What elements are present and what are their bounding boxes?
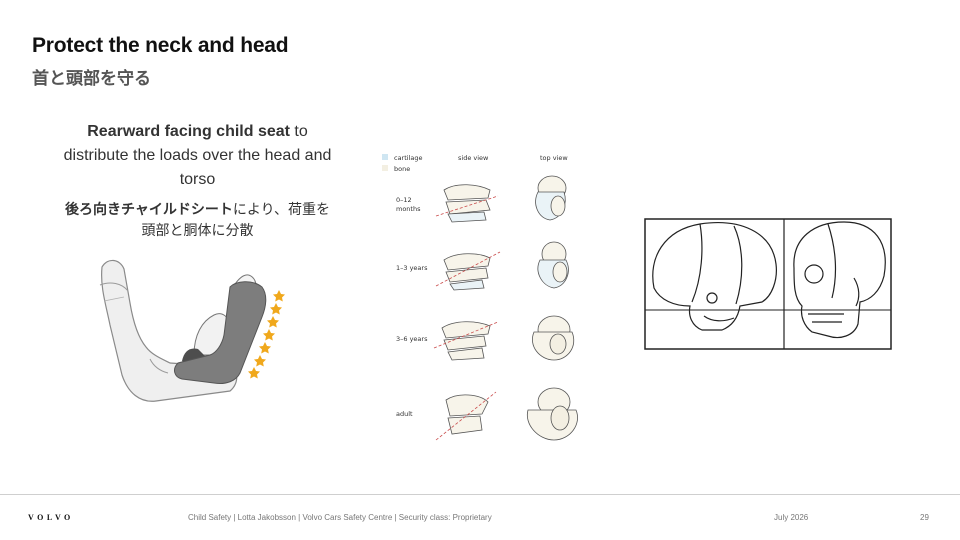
legend-bone-label: bone xyxy=(394,165,410,173)
slide-subtitle-jp: 首と頭部を守る xyxy=(32,69,151,89)
volvo-logo: VOLVO xyxy=(28,513,74,522)
description-en-bold: Rearward facing child seat xyxy=(87,123,290,140)
cervical-spine-figure: cartilage bone side view top view 0–12 m… xyxy=(382,154,578,441)
row-label-1-3-years: 1–3 years xyxy=(396,264,428,272)
description-en-rest: to distribute the loads over the head an… xyxy=(63,123,332,188)
row-label-months: months xyxy=(396,205,421,213)
legend-cartilage-label: cartilage xyxy=(394,154,423,162)
footer-date: July 2026 xyxy=(774,513,809,522)
slide-title: Protect the neck and head xyxy=(32,34,289,57)
description-jp-rest: により、荷重を頭部と胴体に分散 xyxy=(141,202,331,239)
infant-skull xyxy=(652,222,777,331)
spine-row-adult xyxy=(435,387,578,441)
spine-row-child xyxy=(433,315,575,361)
footer-divider xyxy=(0,494,960,495)
page-number: 29 xyxy=(920,513,929,522)
row-label-3-6-years: 3–6 years xyxy=(396,335,428,343)
legend-bone-swatch xyxy=(382,165,388,171)
child-seat-illustration xyxy=(99,259,285,402)
description-block: Rearward facing child seat to distribute… xyxy=(60,120,335,242)
adult-skull xyxy=(793,221,886,339)
header-top-view: top view xyxy=(540,154,568,162)
description-jp-bold: 後ろ向きチャイルドシート xyxy=(64,202,233,218)
row-label-0-12: 0–12 xyxy=(396,196,412,204)
spine-row-toddler xyxy=(435,241,569,291)
description-jp: 後ろ向きチャイルドシートにより、荷重を頭部と胴体に分散 xyxy=(60,200,335,242)
skull-comparison-figure xyxy=(644,218,892,350)
header-side-view: side view xyxy=(458,154,489,162)
footer-text: Child Safety | Lotta Jakobsson | Volvo C… xyxy=(188,513,492,522)
spine-row-infant xyxy=(435,175,567,223)
legend-cartilage-swatch xyxy=(382,154,388,160)
description-en: Rearward facing child seat to distribute… xyxy=(60,120,335,192)
row-label-adult: adult xyxy=(396,410,413,418)
